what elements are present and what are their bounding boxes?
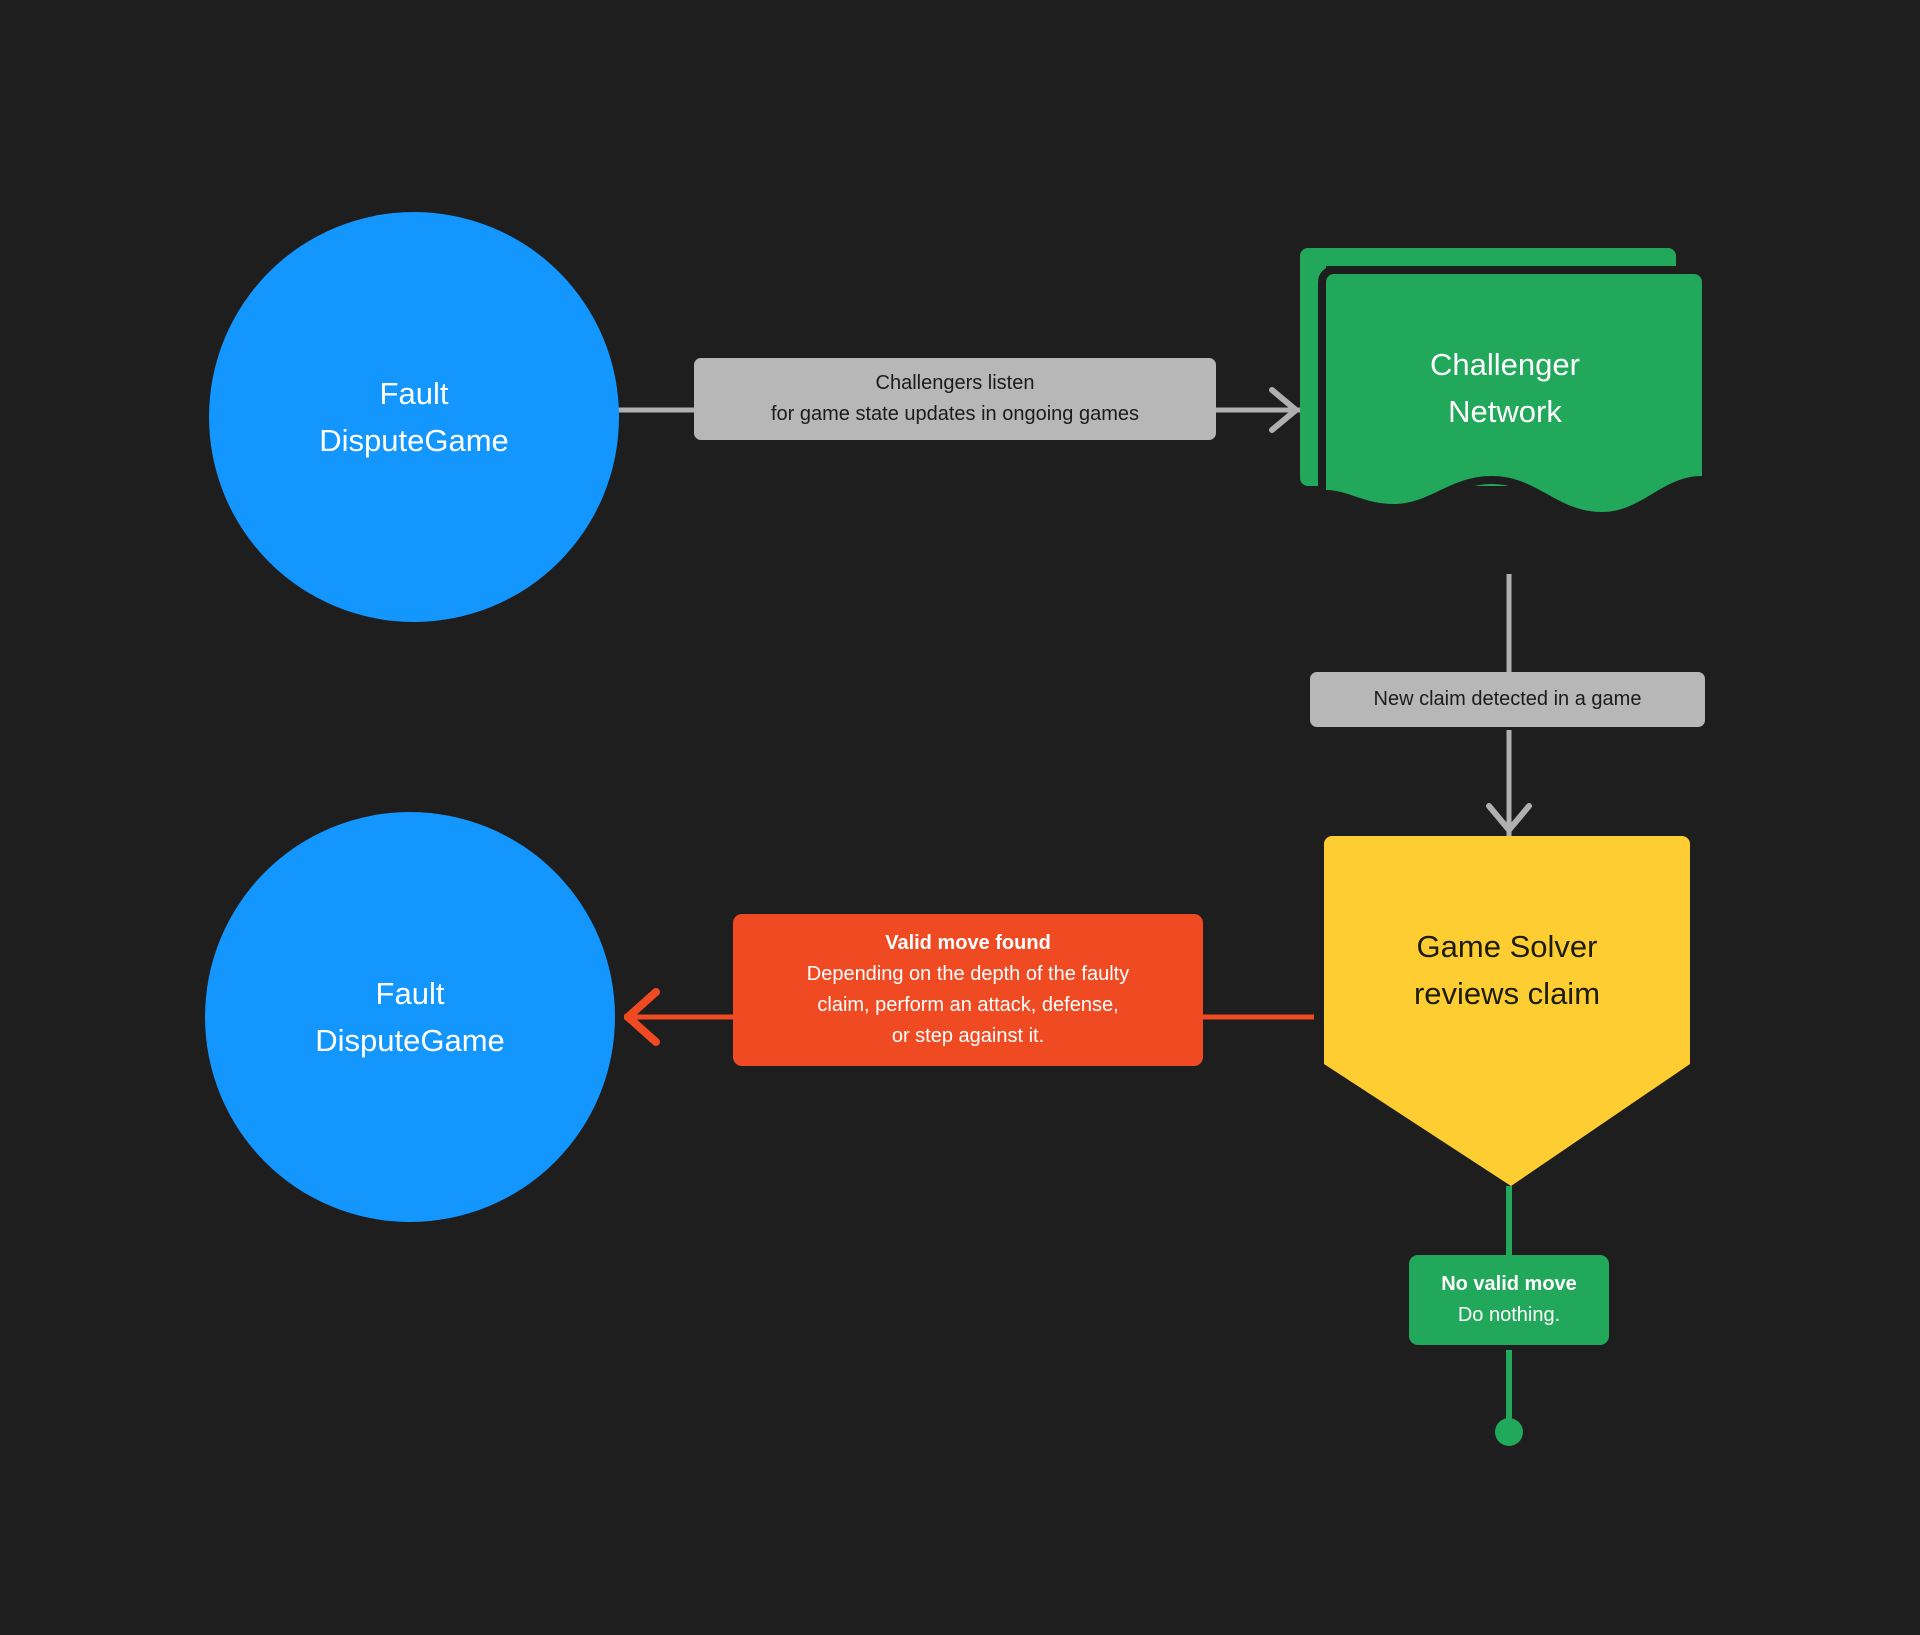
arrowhead-left-icon	[624, 988, 660, 1046]
edge-label-title: No valid move	[1441, 1273, 1577, 1295]
node-label-line2: Network	[1448, 394, 1562, 429]
node-label-line2: DisputeGame	[319, 423, 509, 458]
node-label-line1: Fault	[375, 975, 445, 1011]
edge-label-line1: Challengers listen	[875, 372, 1035, 394]
edge-label-line3: or step against it.	[891, 1025, 1045, 1047]
arrowhead-right-icon	[1269, 387, 1299, 433]
edge-label-title: Valid move found	[885, 932, 1051, 954]
edge-label-line1: New claim detected in a game	[1373, 688, 1642, 710]
node-label-line2: reviews claim	[1413, 976, 1601, 1011]
node-label-line1: Challenger	[1430, 346, 1580, 382]
edge-label-line1: Do nothing.	[1457, 1304, 1561, 1326]
multi-document-shape-icon	[1300, 248, 1710, 521]
node-label-line1: Fault	[379, 375, 449, 411]
edge-label-line2: claim, perform an attack, defense,	[817, 994, 1119, 1016]
edge-label-line1: Depending on the depth of the faulty	[806, 963, 1130, 985]
node-fault-dispute-game-top[interactable]: Fault DisputeGame	[209, 212, 619, 622]
terminator-dot-icon	[1495, 1418, 1523, 1446]
edge-label-new-claim-detected: New claim detected in a game	[1310, 672, 1705, 727]
edge-label-challengers-listen: Challengers listen for game state update…	[694, 358, 1216, 440]
edge-label-no-valid-move: No valid move Do nothing.	[1409, 1255, 1609, 1345]
node-fault-dispute-game-bottom[interactable]: Fault DisputeGame	[205, 812, 615, 1222]
node-label-line1: Game Solver	[1416, 928, 1598, 964]
node-challenger-network[interactable]: Challenger Network	[1300, 240, 1710, 570]
edge-label-valid-move-found: Valid move found Depending on the depth …	[733, 914, 1203, 1066]
edge-label-line2: for game state updates in ongoing games	[770, 403, 1140, 425]
pentagon-shield-shape-icon	[1324, 836, 1690, 1186]
arrowhead-down-icon	[1486, 803, 1532, 833]
node-label-line2: DisputeGame	[315, 1023, 505, 1058]
node-game-solver[interactable]: Game Solver reviews claim	[1314, 836, 1700, 1186]
